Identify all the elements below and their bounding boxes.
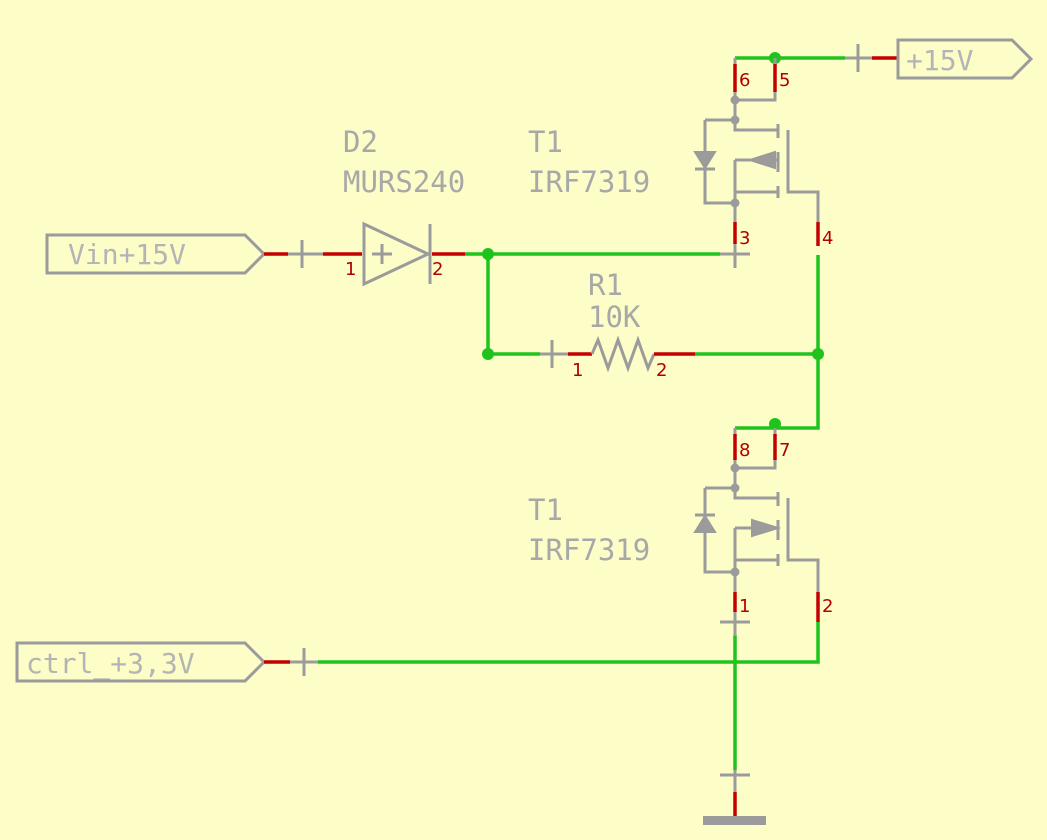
diode-triangle-icon — [362, 221, 432, 287]
junction-dot — [812, 348, 824, 360]
diode-pin2: 2 — [432, 259, 443, 280]
nets — [318, 52, 845, 770]
resistor-pin2: 2 — [656, 360, 667, 381]
mosfet-bottom-pin7: 7 — [779, 440, 790, 461]
resistor-pin1: 1 — [572, 360, 583, 381]
mosfet-bottom-pin1: 1 — [739, 596, 750, 617]
mosfet-top-ref: T1 — [528, 125, 563, 159]
mosfet-top[interactable]: T1 IRF7319 6 5 3 4 — [528, 58, 833, 268]
net-diode-resistor[interactable] — [486, 254, 540, 356]
port-vin-label: Vin+15V — [68, 238, 186, 271]
port-vin[interactable]: Vin+15V — [45, 233, 323, 275]
mosfet-bottom[interactable]: T1 IRF7319 8 7 1 2 — [528, 428, 833, 636]
diode-pin1: 1 — [345, 259, 356, 280]
resistor-ref: R1 — [588, 268, 623, 302]
body-diode-icon — [693, 151, 717, 170]
mosfet-bottom-pin2: 2 — [822, 596, 833, 617]
mosfet-top-value: IRF7319 — [528, 165, 650, 199]
mosfet-bottom-pin8: 8 — [739, 440, 750, 461]
port-ctrl[interactable]: ctrl_+3,3V — [15, 641, 318, 683]
ground-symbol-icon — [703, 770, 766, 825]
diode-value: MURS240 — [343, 165, 465, 199]
mosfet-top-pin6: 6 — [739, 70, 750, 91]
port-vplus-label: +15V — [906, 44, 974, 77]
net-gate-node[interactable] — [735, 255, 820, 430]
mosfet-top-pin5: 5 — [779, 70, 790, 91]
resistor-zigzag-icon — [590, 335, 656, 373]
junction-dot — [769, 418, 781, 430]
arrow-icon — [751, 518, 782, 538]
arrow-icon — [746, 150, 776, 170]
mosfet-top-pin3: 3 — [739, 228, 750, 249]
body-diode-icon — [693, 514, 717, 533]
junction-dot — [482, 248, 494, 260]
junction-dot — [482, 348, 494, 360]
resistor-r1[interactable]: R1 10K 1 2 — [540, 268, 695, 381]
mosfet-bottom-ref: T1 — [528, 493, 563, 527]
diode-ref: D2 — [343, 125, 378, 159]
mosfet-top-pin4: 4 — [822, 228, 833, 249]
resistor-value: 10K — [588, 300, 641, 334]
port-vplus[interactable]: +15V — [845, 38, 1034, 80]
mosfet-bottom-value: IRF7319 — [528, 533, 650, 567]
net-ctrl[interactable] — [318, 622, 820, 664]
port-ctrl-label: ctrl_+3,3V — [26, 647, 195, 681]
diode-d2[interactable]: D2 MURS240 1 2 — [323, 125, 465, 287]
